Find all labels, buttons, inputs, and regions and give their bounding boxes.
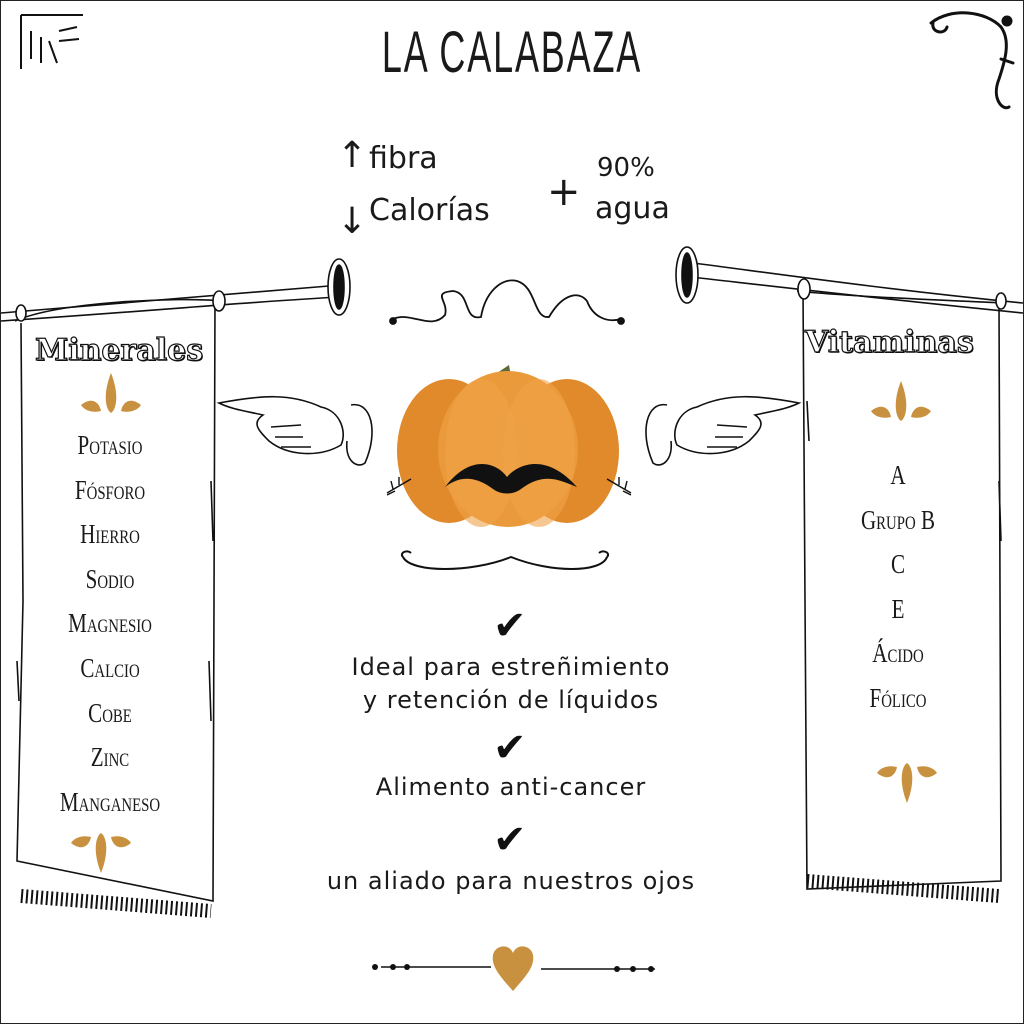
fiber-label: fibra: [369, 141, 438, 176]
page-title: LA CALABAZA: [381, 20, 643, 85]
benefit-line: Ideal para estreñimiento: [351, 653, 671, 681]
list-item: A: [890, 460, 906, 490]
check-mark-icon: ✔: [493, 725, 527, 771]
minerals-heading: Minerales: [34, 332, 204, 368]
list-item: Sodio: [85, 563, 135, 594]
benefit-line: un aliado para nuestros ojos: [326, 867, 696, 895]
list-item: Fólico: [869, 682, 927, 713]
calories-label: Calorías: [369, 193, 490, 228]
curved-divider: [401, 550, 609, 570]
arrow-down-icon: ↓: [337, 201, 368, 242]
list-item: Grupo B: [860, 504, 936, 535]
arrow-up-icon: ↑: [337, 135, 368, 176]
bottom-divider: [372, 946, 655, 991]
corner-ornament-left: [20, 14, 83, 69]
list-item: Cobe: [88, 697, 132, 728]
benefit-line: Alimento anti-cancer: [375, 773, 647, 801]
list-item: Potasio: [77, 430, 143, 460]
pointing-hand-left: [216, 395, 373, 466]
water-percent: 90%: [597, 153, 655, 183]
list-item: Calcio: [80, 652, 140, 683]
leaf-sprig-right: [606, 477, 632, 496]
left-banner: [1, 258, 351, 918]
check-mark-icon: ✔: [493, 817, 527, 863]
right-banner: [675, 246, 1023, 903]
swirl-ornament-top: [389, 279, 625, 325]
list-item: C: [890, 549, 906, 580]
pumpkin-illustration: [397, 365, 619, 527]
leaf-sprig-left: [386, 477, 412, 496]
water-label: agua: [595, 191, 670, 226]
list-item: Hierro: [80, 519, 140, 550]
check-mark-icon: ✔: [493, 603, 527, 649]
list-item: Magnesio: [68, 608, 152, 639]
list-item: Fósforo: [74, 474, 146, 505]
corner-flourish-right: [929, 11, 1015, 110]
list-item: E: [891, 593, 905, 624]
benefit-item-anticancer: Alimento anti-cancer: [241, 771, 781, 804]
benefit-item-digestion: Ideal para estreñimiento y retención de …: [241, 651, 781, 717]
vitamins-heading: Vitaminas: [804, 324, 974, 360]
heart-icon: [492, 946, 534, 991]
benefit-line: y retención de líquidos: [362, 686, 660, 714]
accent-ornaments: [71, 373, 937, 873]
minerals-list: Potasio Fósforo Hierro Sodio Magnesio Ca…: [17, 423, 203, 824]
plus-sign: +: [547, 169, 581, 215]
list-item: Ácido: [872, 638, 924, 669]
list-item: Manganeso: [59, 786, 161, 817]
vitamins-list: A Grupo B C E Ácido Fólico: [807, 453, 989, 721]
list-item: Zinc: [90, 742, 130, 773]
benefit-item-eyes: un aliado para nuestros ojos: [241, 865, 781, 898]
pointing-hand-right: [645, 395, 802, 466]
